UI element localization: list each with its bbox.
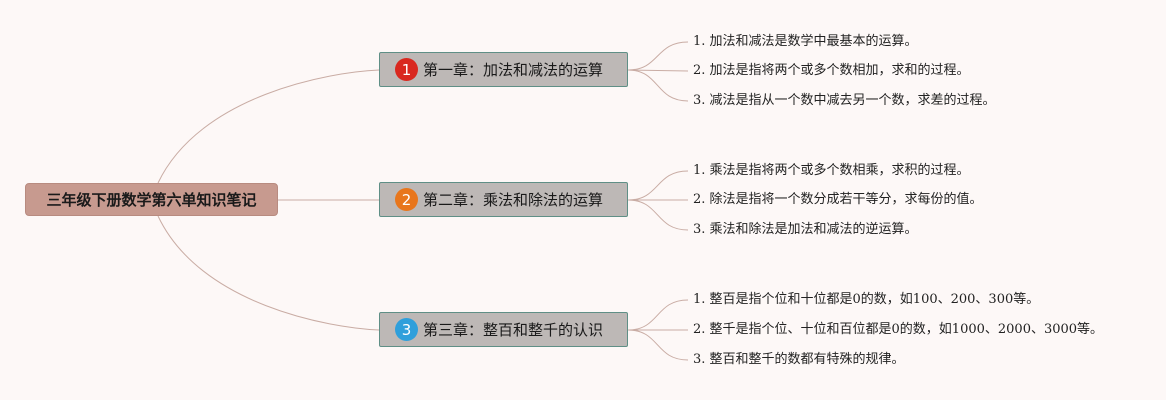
connector-ch2-item-3 [627,199,689,231]
connector-ch2-item-1 [627,170,689,201]
connector-root-chapter-1 [157,69,380,184]
chapter-number-badge-2: 2 [395,188,418,211]
chapter-3-item-3[interactable]: 3. 整百和整千的数都有特殊的规律。 [693,352,905,367]
connector-ch3-item-1 [627,299,689,331]
chapter-number-badge-3: 3 [395,318,418,341]
chapter-1-item-1[interactable]: 1. 加法和减法是数学中最基本的运算。 [693,34,918,49]
chapter-2-label: 第二章：乘法和除法的运算 [423,191,604,209]
chapter-3-item-1[interactable]: 1. 整百是指个位和十位都是0的数，如100、200、300等。 [693,292,1040,307]
connector-root-chapter-3 [157,215,380,331]
chapter-3-item-2[interactable]: 2. 整千是指个位、十位和百位都是0的数，如1000、2000、3000等。 [693,322,1104,337]
connector-ch1-item-2 [627,69,689,72]
connector-ch1-item-1 [627,41,689,71]
root-topic-label: 三年级下册数学第六单知识笔记 [46,191,257,209]
chapter-3-label: 第三章：整百和整千的认识 [423,321,604,339]
chapter-1-node[interactable]: 1 第一章：加法和减法的运算 [379,52,628,87]
chapter-3-node[interactable]: 3 第三章：整百和整千的认识 [379,312,628,347]
chapter-2-node[interactable]: 2 第二章：乘法和除法的运算 [379,182,628,217]
root-topic[interactable]: 三年级下册数学第六单知识笔记 [25,183,278,216]
connector-ch1-item-3 [627,69,689,102]
chapter-1-item-3[interactable]: 3. 减法是指从一个数中减去另一个数，求差的过程。 [693,93,996,108]
chapter-2-item-2[interactable]: 2. 除法是指将一个数分成若干等分，求每份的值。 [693,192,983,207]
connector-ch3-item-3 [627,329,689,361]
chapter-2-item-1[interactable]: 1. 乘法是指将两个或多个数相乘，求积的过程。 [693,163,970,178]
chapter-2-item-3[interactable]: 3. 乘法和除法是加法和减法的逆运算。 [693,222,918,237]
chapter-number-badge-1: 1 [395,58,418,81]
chapter-1-label: 第一章：加法和减法的运算 [423,61,604,79]
chapter-1-item-2[interactable]: 2. 加法是指将两个或多个数相加，求和的过程。 [693,63,970,78]
